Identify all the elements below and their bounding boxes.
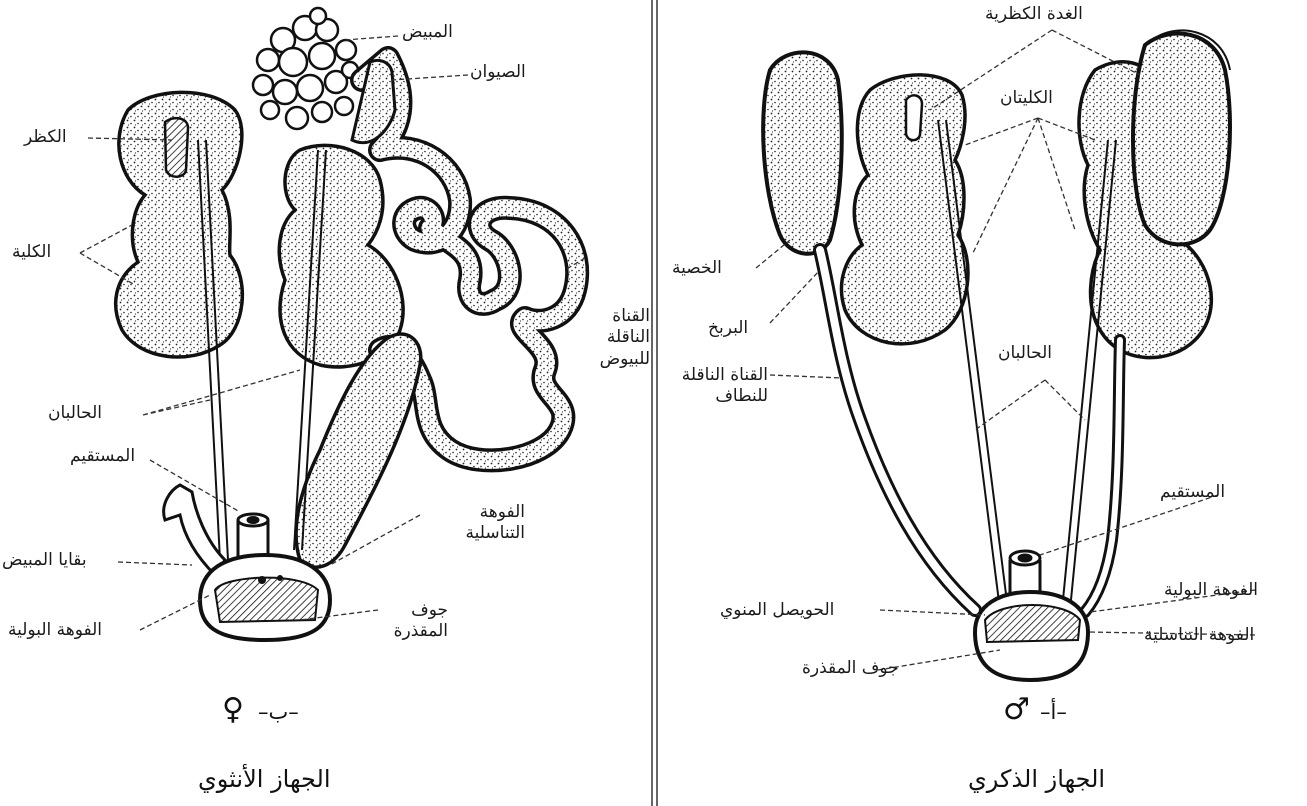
label-female-cloaca: جوف المقذرة <box>372 600 448 643</box>
label-male-rectum: المستقيم <box>1160 482 1226 502</box>
male-testis-left <box>761 50 844 256</box>
label-female-urinary-opening: الفوهة البولية <box>8 620 103 640</box>
label-male-cloaca: جوف المقذرة <box>802 658 899 678</box>
leader-lines <box>79 29 1256 671</box>
label-male-genital-opening: الفوهة التناسلية <box>1144 625 1255 645</box>
label-female-cloaca-line2: المقذرة <box>393 621 448 642</box>
label-male-adrenal: الغدة الكظرية <box>985 4 1083 24</box>
male-kidney-left <box>839 73 970 346</box>
label-vas-deferens: القناة الناقلة للنطاف <box>660 365 768 408</box>
female-kidney-left <box>114 90 244 359</box>
male-cloaca <box>972 589 1091 683</box>
female-system-drawing <box>114 6 590 643</box>
label-oviduct-line1: القناة <box>612 306 650 326</box>
label-female-genital-opening: الفوهة التناسلية <box>425 502 525 545</box>
female-ureters <box>197 139 327 561</box>
female-kidney-right <box>277 143 405 369</box>
female-infundibulum <box>350 58 397 145</box>
label-testis: الخصية <box>672 258 722 278</box>
female-ovary-remnant <box>162 483 227 578</box>
male-ureters <box>937 119 1117 611</box>
label-oviduct-line2: الناقلة <box>606 327 650 348</box>
female-cloaca <box>197 552 333 643</box>
female-oviduct <box>350 46 590 473</box>
label-seminal-vesicle: الحويصل المنوي <box>720 600 835 620</box>
label-male-ureters: الحالبان <box>998 343 1053 363</box>
label-epididymis: البربخ <box>708 318 749 338</box>
male-vas-deferens <box>813 243 1126 618</box>
male-testis-right <box>1131 31 1232 247</box>
label-male-kidneys: الكليتان <box>1000 88 1053 108</box>
label-ovary: المبيض <box>402 22 453 42</box>
label-vas-deferens-line1: القناة الناقلة <box>681 365 768 385</box>
label-male-urinary-opening: الفوهة البولية <box>1164 580 1259 600</box>
label-female-ureters: الحالبان <box>48 403 103 423</box>
label-oviduct-line3: للبيوض <box>599 348 650 369</box>
male-caption: الجهاز الذكري <box>968 765 1106 793</box>
male-symbol-icon: ♂ <box>1003 692 1030 727</box>
label-female-genital-opening-line2: التناسلية <box>465 523 525 544</box>
label-female-adrenal: الكظر <box>24 127 67 147</box>
label-female-kidney: الكلية <box>12 242 52 262</box>
panel-divider <box>651 0 658 806</box>
male-adrenal-left <box>904 94 924 142</box>
label-vas-deferens-line2: للنطاف <box>715 386 768 407</box>
label-ovary-remnant: بقايا المبيض <box>2 550 87 570</box>
label-infundibulum: الصيوان <box>470 62 526 82</box>
label-oviduct: القناة الناقلة للبيوض <box>572 306 650 370</box>
female-caption: الجهاز الأنثوي <box>198 765 331 793</box>
female-symbol-icon: ♀ <box>222 692 244 727</box>
female-uterus <box>294 332 423 569</box>
female-rectum <box>236 512 270 562</box>
female-panel-letter: –ب– <box>258 700 299 724</box>
female-ovary <box>251 6 360 131</box>
male-panel-letter: –أ– <box>1040 700 1067 724</box>
label-female-rectum: المستقيم <box>70 446 136 466</box>
label-female-genital-opening-line1: الفوهة <box>479 502 525 522</box>
male-system-drawing <box>761 29 1232 683</box>
label-female-cloaca-line1: جوف <box>411 600 448 620</box>
